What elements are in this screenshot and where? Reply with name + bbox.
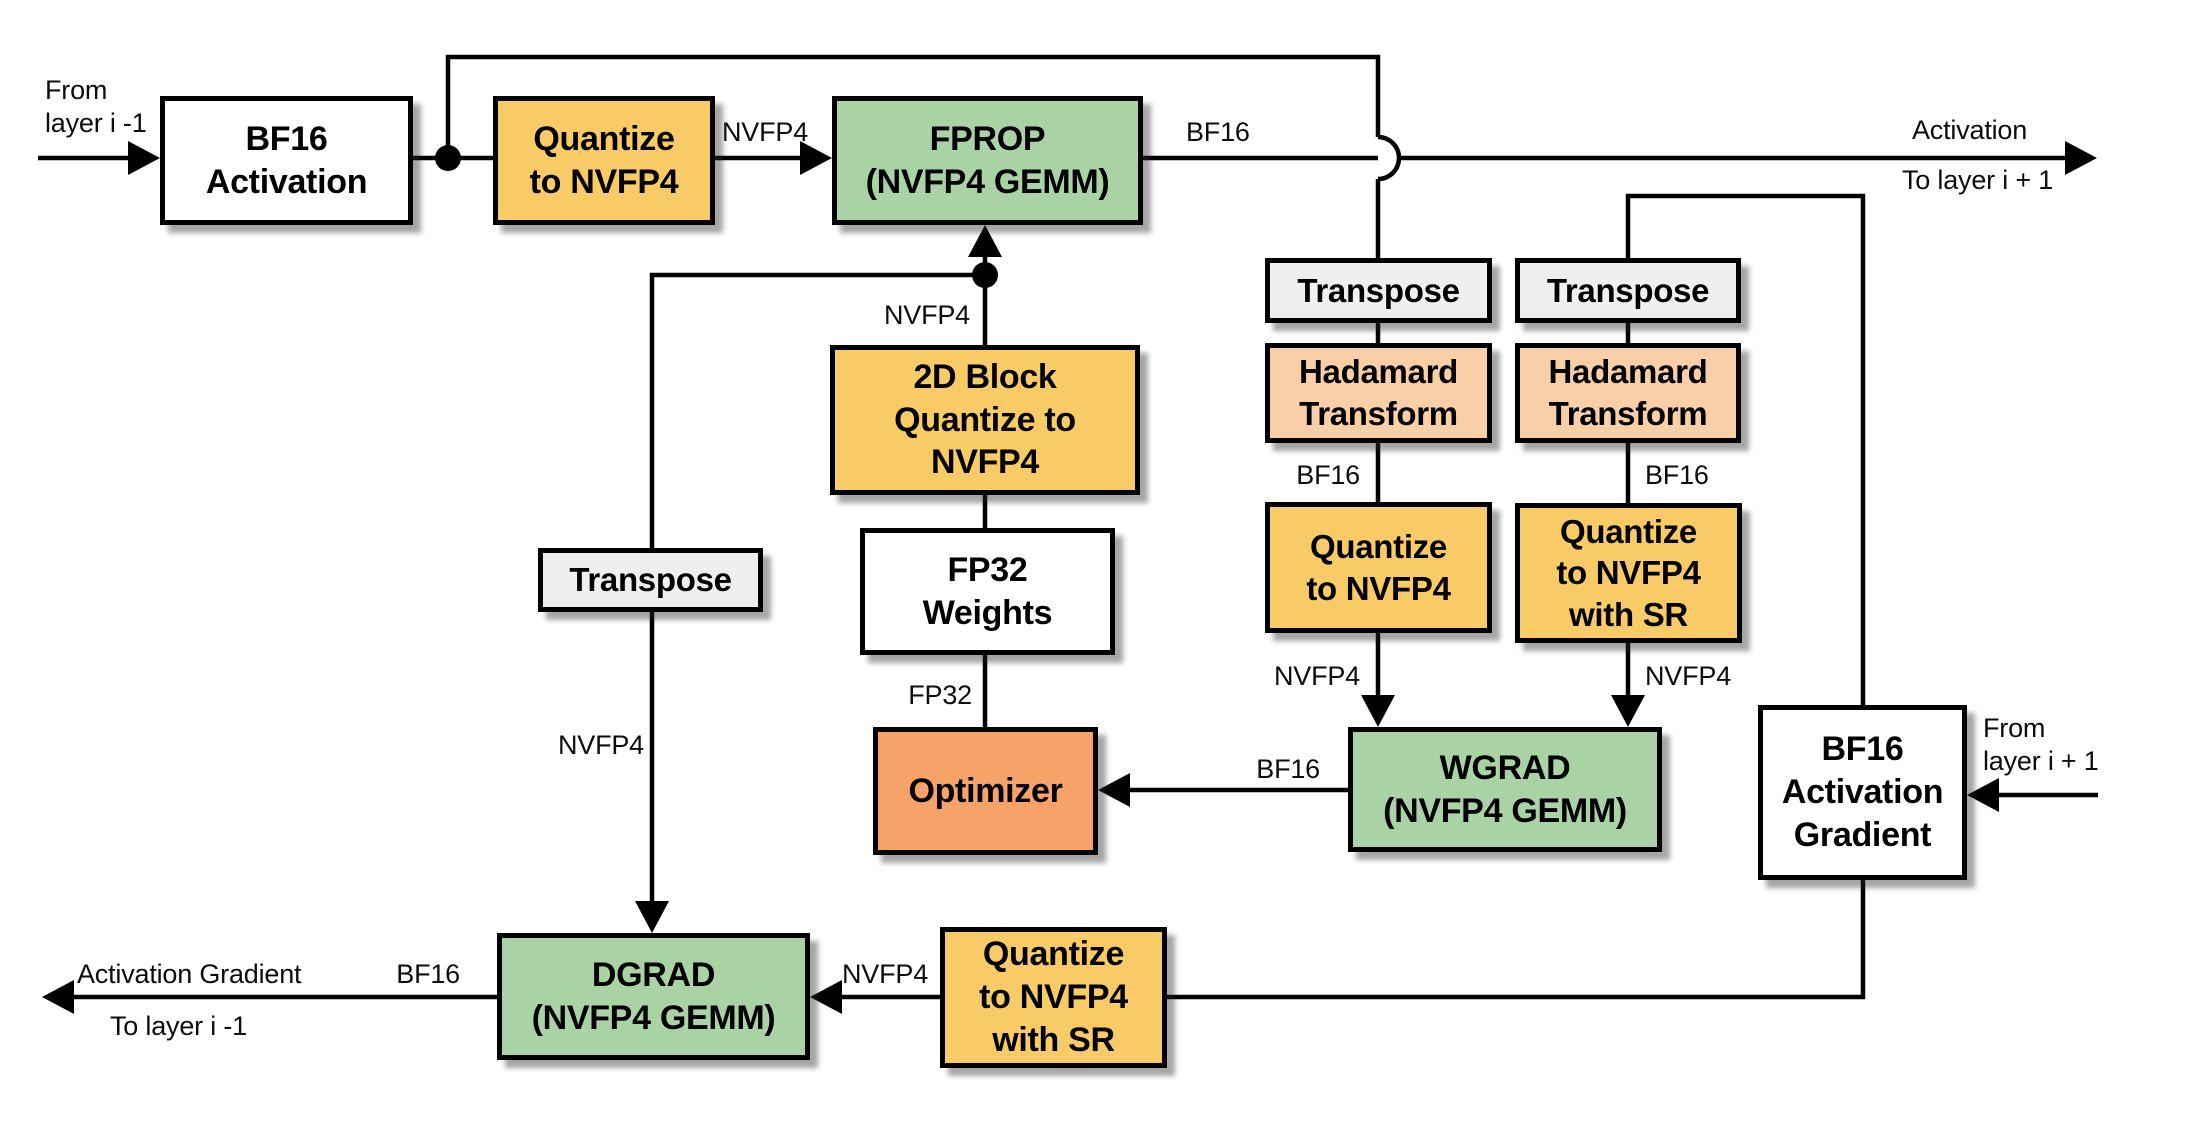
bf16-activation-box: BF16 Activation	[160, 96, 413, 225]
transpose-wgrad-right-box: Transpose	[1515, 258, 1741, 323]
wire-label-bf16-hadamard-right: BF16	[1645, 460, 1709, 490]
annotation-activation-gradient-out: Activation Gradient	[77, 959, 302, 989]
wire-label-nvfp4-fprop-in: NVFP4	[722, 117, 809, 147]
bf16-activation-gradient-box: BF16 Activation Gradient	[1758, 705, 1967, 880]
fp32-weights-label: FP32 Weights	[922, 550, 1053, 632]
wire-label-nvfp4-wgrad-right: NVFP4	[1645, 661, 1732, 691]
annotation-from-layer-prev: From layer i -1	[45, 75, 147, 139]
arrowhead-into-dgrad-top	[635, 901, 669, 933]
hadamard-transform-left-box: Hadamard Transform	[1265, 343, 1492, 443]
wire-label-nvfp4-transpose-dgrad: NVFP4	[557, 730, 644, 760]
wire-grad-to-quantize-sr	[1167, 880, 1866, 1000]
wire-dot-to-transpose-left	[649, 272, 985, 548]
annotation-from-layer-next: From layer i + 1	[1983, 713, 2099, 777]
2d-block-quantize-box: 2D Block Quantize to NVFP4	[830, 345, 1140, 495]
fp32-weights-box: FP32 Weights	[860, 528, 1115, 655]
wire-label-nvfp4-dgrad-in: NVFP4	[842, 959, 929, 989]
wire-label-nvfp4-wgrad-left: NVFP4	[1273, 661, 1360, 691]
arrowheads-and-dots	[42, 141, 2097, 1014]
arrowhead-into-dgrad-right	[810, 980, 842, 1014]
wire-hop-arc	[1377, 134, 1402, 182]
wire-label-bf16-dgrad-out: BF16	[396, 959, 460, 989]
dgrad-label: DGRAD (NVFP4 GEMM)	[531, 955, 776, 1037]
quantize-wgrad-left-label: Quantize to NVFP4	[1306, 527, 1451, 607]
junction-dot-weights	[972, 262, 998, 288]
arrowhead-into-fprop-bottom	[968, 225, 1002, 257]
annotation-to-layer-next: To layer i + 1	[1902, 165, 2054, 195]
fprop-box: FPROP (NVFP4 GEMM)	[832, 96, 1143, 225]
arrowhead-into-bf16act	[128, 141, 160, 175]
bf16-activation-label: BF16 Activation	[205, 119, 368, 201]
arrowhead-actgrad-out	[42, 980, 74, 1014]
wire-label-fp32: FP32	[908, 680, 972, 710]
quantize-to-nvfp4-fprop-label: Quantize to NVFP4	[529, 119, 679, 201]
quantize-dgrad-sr-label: Quantize to NVFP4 with SR	[979, 935, 1128, 1059]
wire-label-bf16-wgrad-out: BF16	[1256, 754, 1320, 784]
optimizer-label: Optimizer	[908, 771, 1063, 810]
arrowhead-into-wgrad-right	[1611, 695, 1645, 727]
quantize-wgrad-left-box: Quantize to NVFP4	[1265, 502, 1492, 633]
quantize-wgrad-right-box: Quantize to NVFP4 with SR	[1515, 503, 1742, 643]
transpose-dgrad-box: Transpose	[538, 548, 763, 612]
arrowhead-into-wgrad-left	[1361, 695, 1395, 727]
hadamard-transform-right-label: Hadamard Transform	[1548, 353, 1708, 432]
annotation-to-layer-prev: To layer i -1	[110, 1011, 247, 1041]
wgrad-box: WGRAD (NVFP4 GEMM)	[1348, 727, 1662, 852]
optimizer-box: Optimizer	[873, 727, 1098, 855]
quantize-to-nvfp4-fprop-box: Quantize to NVFP4	[493, 96, 715, 225]
arrowhead-into-fprop	[800, 141, 832, 175]
quantize-dgrad-sr-box: Quantize to NVFP4 with SR	[940, 927, 1167, 1068]
arrowhead-into-bf16grad	[1967, 778, 1999, 812]
fprop-label: FPROP (NVFP4 GEMM)	[865, 119, 1110, 201]
bf16-activation-gradient-label: BF16 Activation Gradient	[1781, 730, 1944, 854]
hadamard-transform-left-label: Hadamard Transform	[1299, 353, 1458, 432]
hadamard-transform-right-box: Hadamard Transform	[1515, 343, 1741, 443]
transpose-wgrad-right-label: Transpose	[1546, 271, 1710, 309]
2d-block-quantize-label: 2D Block Quantize to NVFP4	[894, 357, 1076, 482]
wire-label-nvfp4-weights: NVFP4	[883, 300, 970, 330]
quantize-wgrad-right-label: Quantize to NVFP4 with SR	[1556, 512, 1701, 633]
junction-dot-activation	[435, 145, 461, 171]
annotation-activation-out: Activation	[1912, 115, 2028, 145]
arrowhead-into-optimizer	[1098, 773, 1130, 807]
transpose-dgrad-label: Transpose	[569, 561, 732, 599]
wire-label-bf16-fprop-out: BF16	[1186, 117, 1250, 147]
dgrad-box: DGRAD (NVFP4 GEMM)	[497, 933, 810, 1060]
arrowhead-activation-out	[2065, 141, 2097, 175]
transpose-wgrad-left-box: Transpose	[1265, 258, 1492, 323]
transpose-wgrad-left-label: Transpose	[1297, 271, 1460, 309]
wire-label-bf16-hadamard-left: BF16	[1296, 460, 1360, 490]
wire-bypass-top	[445, 54, 1381, 158]
wire-grad-to-transpose2	[1625, 193, 1866, 705]
wgrad-label: WGRAD (NVFP4 GEMM)	[1383, 748, 1627, 830]
